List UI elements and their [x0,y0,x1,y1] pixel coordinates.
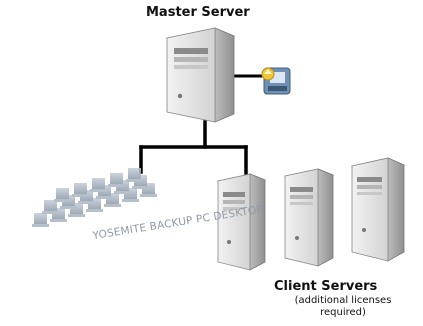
connection-lines [139,74,264,178]
client-server-icon-1 [216,173,267,271]
client-server-icon-2 [283,168,335,267]
master-server-icon [165,27,236,123]
desktop-pc-array [32,168,157,227]
client-license-note: (additional licenses required) [294,295,392,318]
client-server-icon-3 [350,157,406,262]
desktop-pc-icon [32,168,157,227]
client-servers-label: Client Servers [274,279,378,294]
backup-agent-icon [261,67,291,95]
master-server-label: Master Server [146,5,250,20]
